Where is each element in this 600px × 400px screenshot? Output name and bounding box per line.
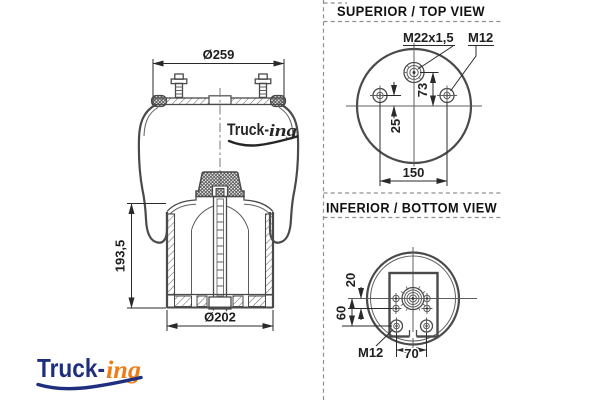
dim-25-text: 25 — [388, 119, 403, 133]
dim-70: 70 — [396, 333, 427, 363]
watermark-logo: Truck- ing — [227, 120, 299, 147]
dim-top-diameter: Ø259 — [152, 46, 285, 99]
mounting-stud-right — [254, 73, 272, 99]
panel-borders — [322, 0, 503, 400]
center-bolt — [212, 195, 228, 311]
dim-20-text: 20 — [343, 273, 358, 287]
watermark-text-truck: Truck- — [227, 120, 269, 139]
dim-73-text: 73 — [415, 83, 430, 97]
bottom-view-title: INFERIOR / BOTTOM VIEW — [326, 201, 497, 216]
watermark-swoosh — [227, 135, 299, 147]
dim-height: 193,5 — [111, 203, 166, 309]
dim-70-text: 70 — [404, 346, 418, 361]
blind-holes — [390, 293, 433, 314]
brand-logo-swoosh — [36, 375, 143, 391]
label-m12-top: M12 — [450, 30, 494, 92]
label-m12-bottom-text: M12 — [358, 345, 383, 360]
label-m12-bottom: M12 — [358, 329, 394, 360]
dim-25: 25 — [384, 82, 405, 135]
dim-height-text: 193,5 — [113, 240, 128, 273]
label-m22: M22x1,5 — [403, 30, 455, 70]
dim-20: 20 — [342, 271, 392, 320]
bottom-stud-holes — [389, 317, 434, 335]
piston-wall-left — [166, 213, 176, 296]
top-view: SUPERIOR / TOP VIEW — [337, 4, 494, 186]
side-view: Ø259 — [111, 46, 300, 331]
top-view-title: SUPERIOR / TOP VIEW — [337, 4, 485, 19]
watermark-text-ing: ing — [269, 121, 298, 140]
dim-60-text: 60 — [334, 306, 349, 320]
brand-logo: Truck- ing — [36, 353, 143, 391]
dim-bottom-diameter: Ø202 — [166, 308, 274, 331]
bottom-view: INFERIOR / BOTTOM VIEW — [326, 201, 497, 363]
piston-base — [167, 293, 273, 316]
dim-150-text: 150 — [403, 165, 425, 180]
rubber-bellows — [137, 103, 300, 244]
label-m12-top-text: M12 — [468, 30, 493, 45]
label-m22-text: M22x1,5 — [403, 30, 454, 45]
mounting-stud-left — [170, 73, 188, 99]
dim-60: 60 — [332, 298, 392, 327]
dim-73: 73 — [414, 72, 439, 107]
bottom-center-bolt — [400, 286, 426, 311]
piston-wall-right — [264, 213, 274, 296]
dim-150: 150 — [379, 102, 448, 186]
dim-top-diameter-text: Ø259 — [203, 47, 235, 62]
dim-bottom-diameter-text: Ø202 — [204, 310, 236, 325]
piston — [165, 195, 275, 316]
rubber-bumper — [195, 171, 245, 198]
brand-logo-truck: Truck- — [37, 353, 105, 383]
